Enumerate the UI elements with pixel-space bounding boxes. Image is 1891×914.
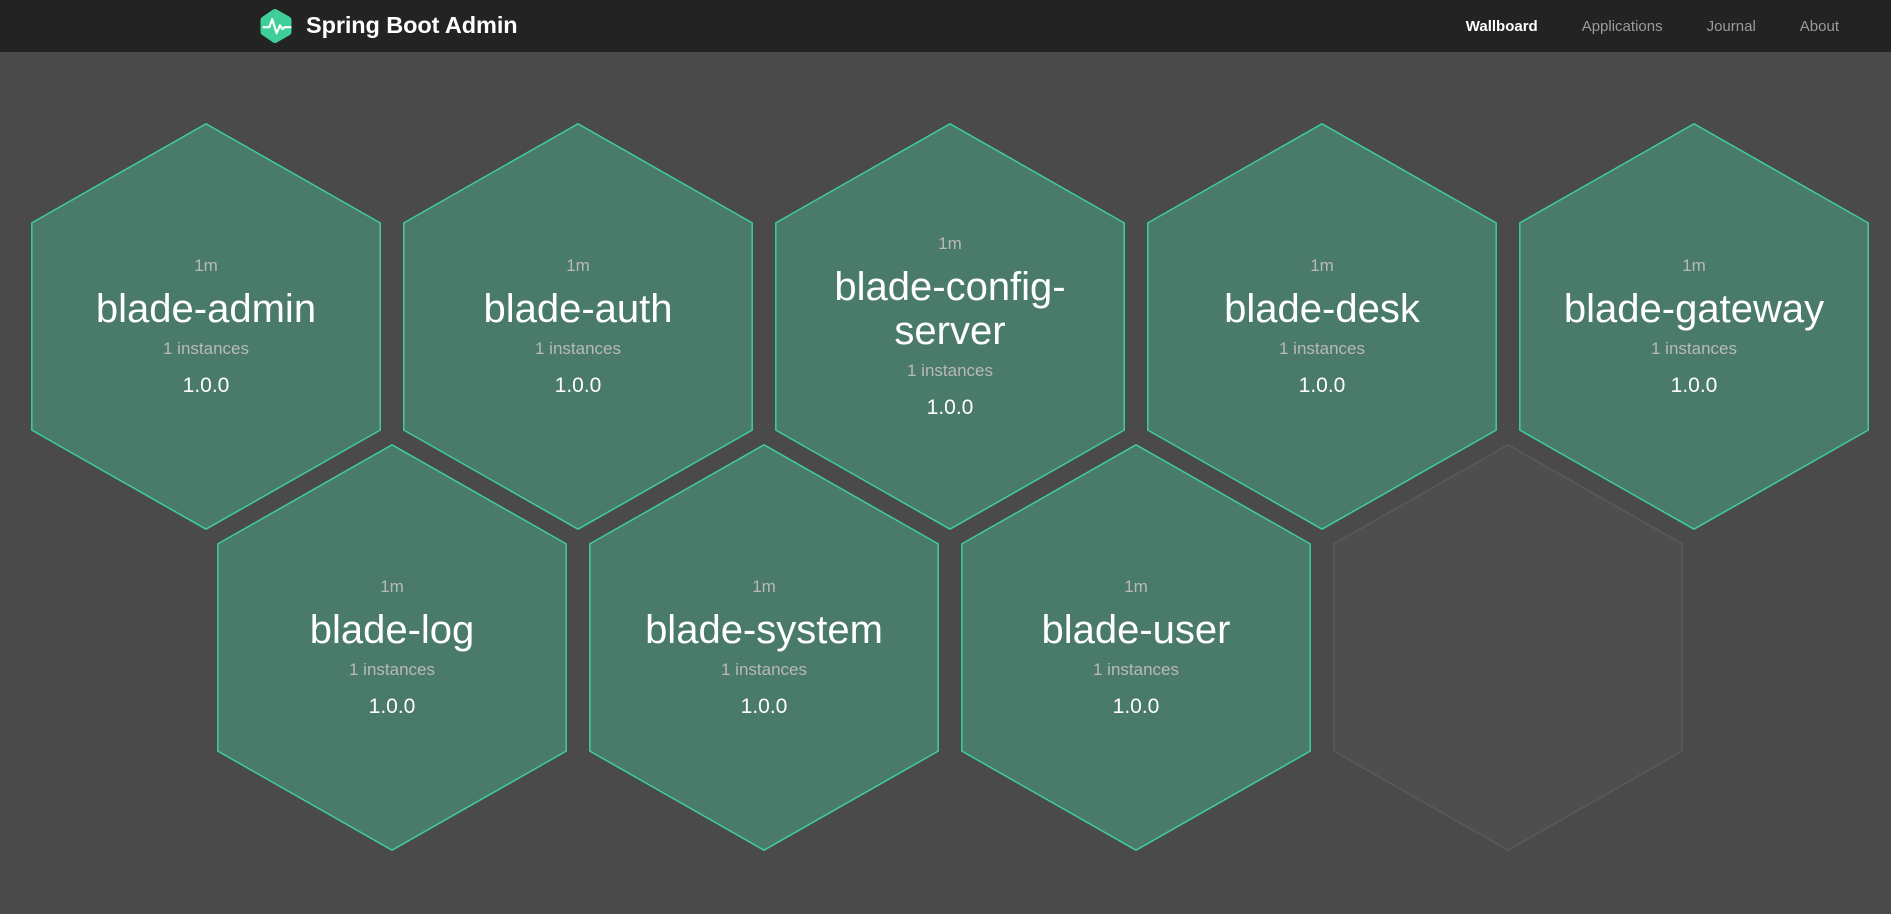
application-hexagon-empty <box>1333 444 1683 851</box>
nav-link-wallboard[interactable]: Wallboard <box>1465 17 1538 35</box>
brand-home-link[interactable]: Spring Boot Admin <box>259 8 518 44</box>
hexagon-shape <box>961 444 1311 851</box>
hexagon-shape <box>589 444 939 851</box>
hexagon-shape <box>1147 123 1497 530</box>
hexagon-shape <box>1519 123 1869 530</box>
nav-link-about[interactable]: About <box>1799 17 1839 35</box>
hexagon-shape <box>403 123 753 530</box>
heartbeat-hexagon-icon <box>260 9 292 43</box>
nav-link-journal[interactable]: Journal <box>1706 17 1756 35</box>
hexagon-shape <box>217 444 567 851</box>
hexagon-shape <box>775 123 1125 530</box>
hexagon-shape <box>31 123 381 530</box>
top-navbar: Spring Boot Admin Wallboard Applications… <box>0 0 1891 52</box>
nav-link-applications[interactable]: Applications <box>1581 17 1663 35</box>
brand-title: Spring Boot Admin <box>306 12 518 39</box>
hexagon-shape <box>1333 444 1683 851</box>
main-nav: Wallboard Applications Journal About <box>1444 13 1861 40</box>
